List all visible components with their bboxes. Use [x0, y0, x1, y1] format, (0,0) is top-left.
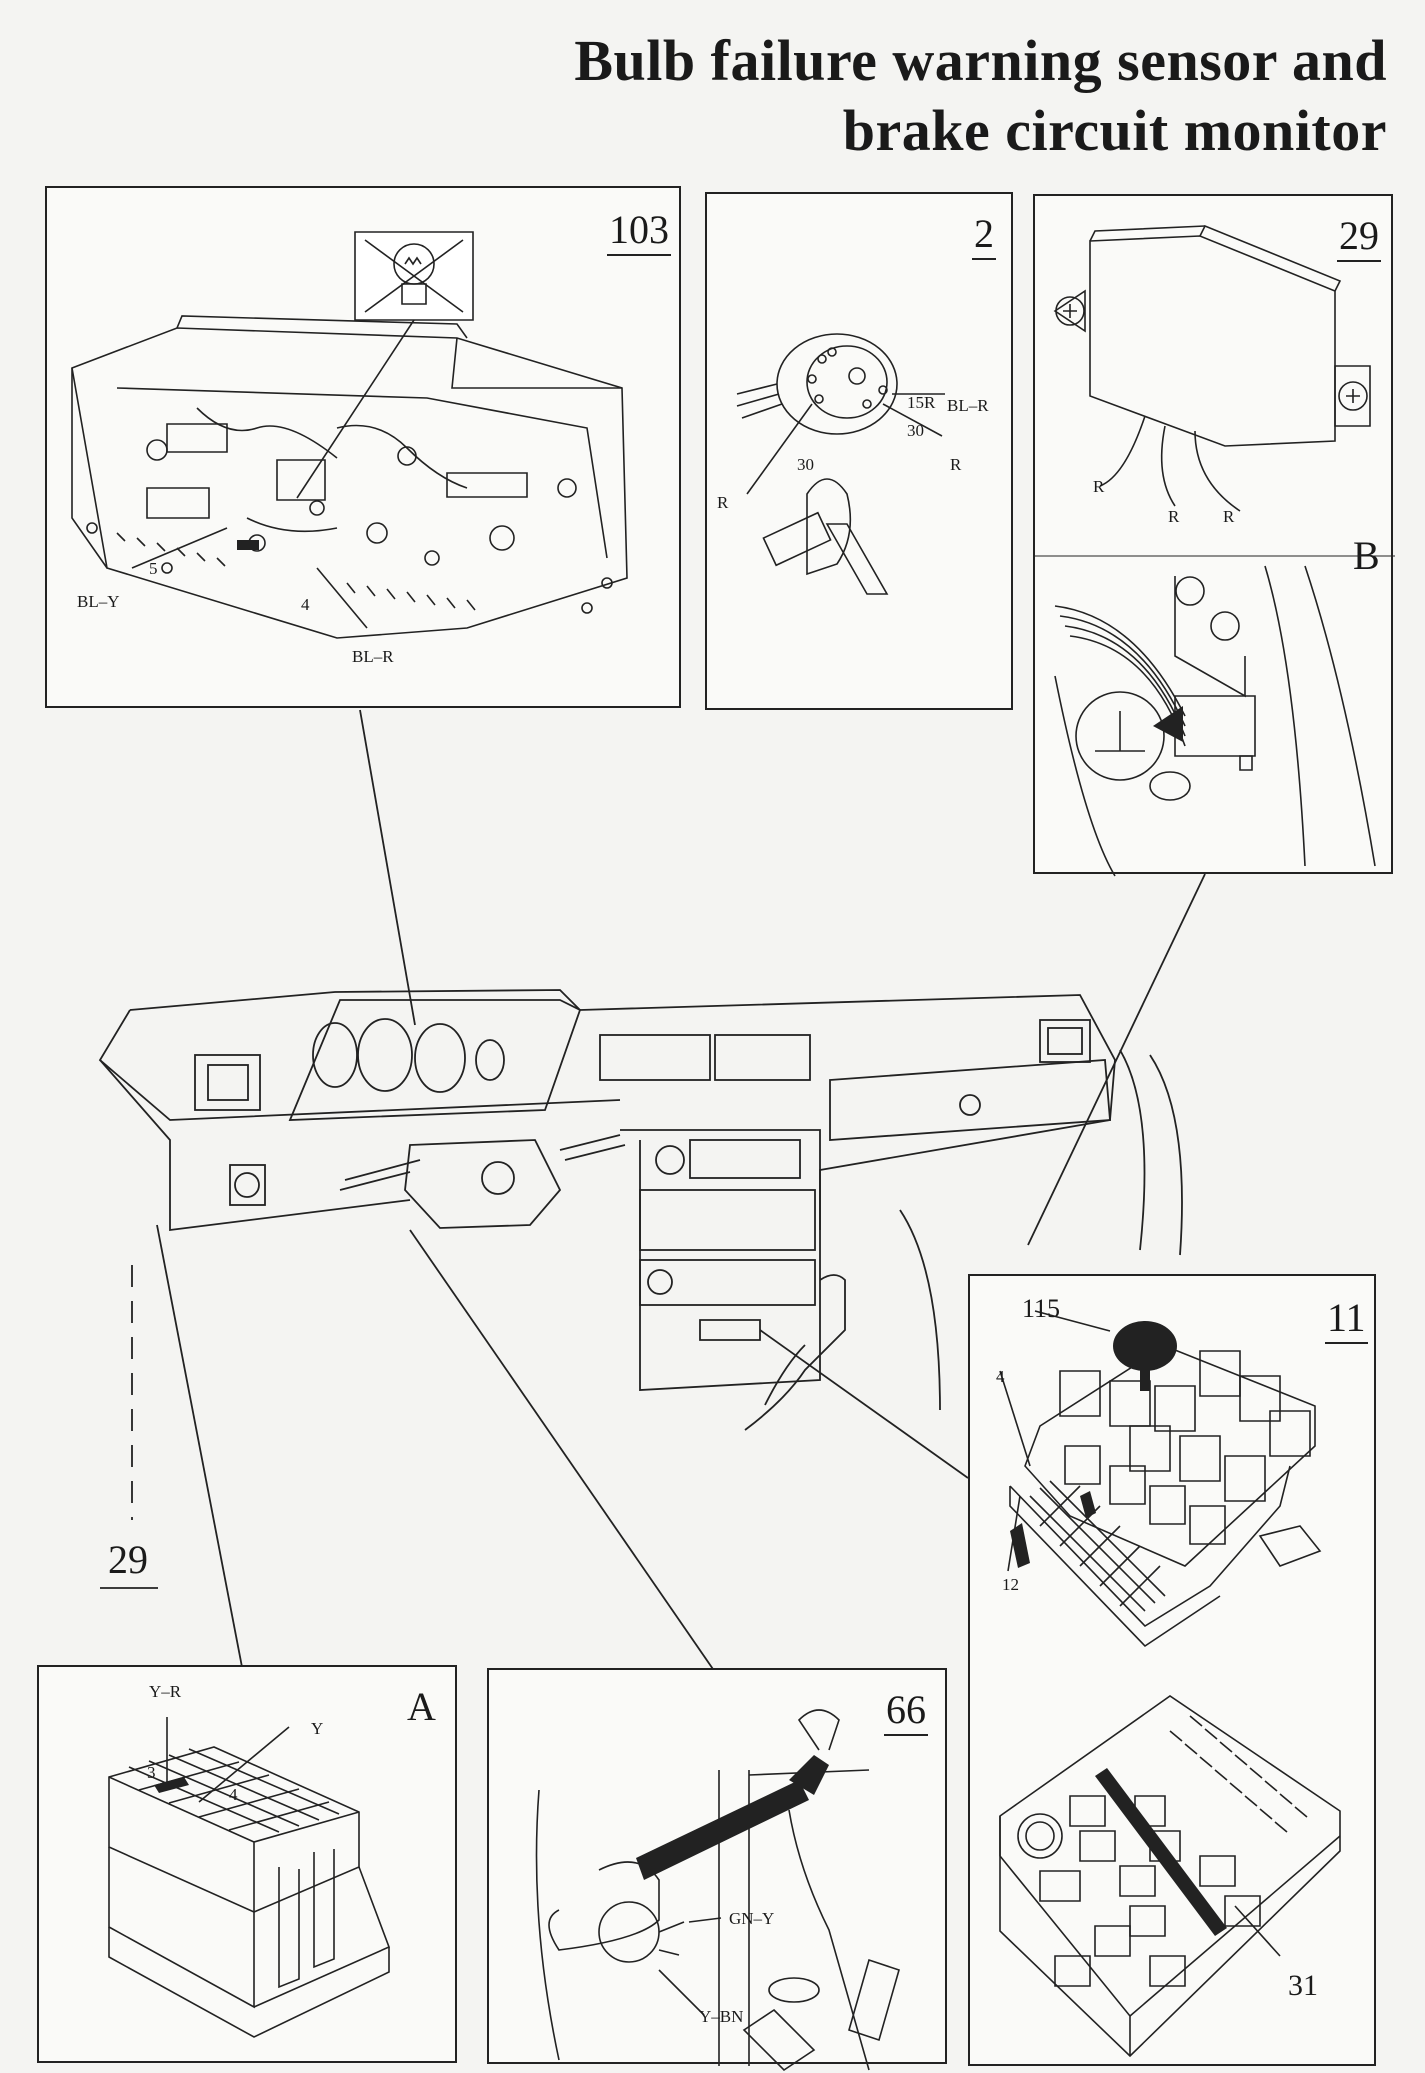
title-line-2: brake circuit monitor: [842, 98, 1387, 163]
label-5: 5: [149, 559, 158, 578]
panel-66-brake-switch: 66 GN–Y Y–BN: [487, 1668, 947, 2064]
leader-bl-y: [132, 528, 227, 568]
panel-number: 66: [884, 1690, 928, 1736]
central-electrical-unit-drawing: [970, 1276, 1378, 2068]
label-r-1: R: [1093, 477, 1105, 496]
bulb-failure-symbol-icon: [355, 232, 473, 320]
title-line-1: Bulb failure warning sensor and: [574, 28, 1387, 93]
label-15r: 15R: [907, 393, 936, 412]
panel-number: 29: [1337, 216, 1381, 262]
label-115: 115: [1022, 1294, 1061, 1323]
label-4: 4: [301, 595, 310, 614]
label-bl-r: BL–R: [947, 396, 989, 415]
panel-103-instrument-cluster: 103: [45, 186, 681, 708]
label-bl-r: BL–R: [352, 647, 394, 666]
panel-11-central-electrical-unit: 11: [968, 1274, 1376, 2066]
label-4: 4: [996, 1367, 1005, 1386]
connector-drawing: [39, 1667, 459, 2065]
label-y-bn: Y–BN: [699, 2007, 744, 2026]
label-30-right: 30: [907, 421, 924, 440]
panel-number: 2: [972, 214, 996, 260]
panel-a-connector: A Y–R Y 3 4: [37, 1665, 457, 2063]
instrument-cluster-drawing: [47, 188, 683, 710]
label-31: 31: [1288, 1969, 1318, 2002]
label-y-r: Y–R: [149, 1682, 182, 1701]
ignition-switch-drawing: [707, 194, 1015, 712]
panel-number: 103: [607, 210, 671, 256]
panel-29-control-module: 29 B: [1033, 194, 1393, 874]
ground-symbol-icon: [1076, 692, 1164, 780]
label-r-3: R: [1223, 507, 1235, 526]
leader-bl-r: [317, 568, 367, 628]
label-gn-y: GN–Y: [729, 1909, 775, 1928]
panel-number: 11: [1325, 1298, 1368, 1344]
callout-29-dashed: 29: [108, 1537, 148, 1582]
label-4: 4: [229, 1785, 238, 1804]
label-30-left: 30: [797, 455, 814, 474]
page-title: Bulb failure warning sensor and brake ci…: [487, 26, 1387, 166]
label-3: 3: [147, 1763, 156, 1782]
label-bl-y: BL–Y: [77, 592, 120, 611]
panel-letter-a: A: [407, 1684, 436, 1729]
brake-switch-drawing: [489, 1670, 949, 2066]
bulb-sensor-connector: [237, 540, 259, 550]
label-12: 12: [1002, 1575, 1019, 1594]
control-module-drawing: [1035, 196, 1395, 876]
panel-2-ignition-switch: 2 15R BL–R 30 R 30 R: [705, 192, 1013, 710]
label-r-right: R: [950, 455, 962, 474]
label-r-left: R: [717, 493, 729, 512]
label-r-2: R: [1168, 507, 1180, 526]
label-y: Y: [311, 1719, 324, 1738]
